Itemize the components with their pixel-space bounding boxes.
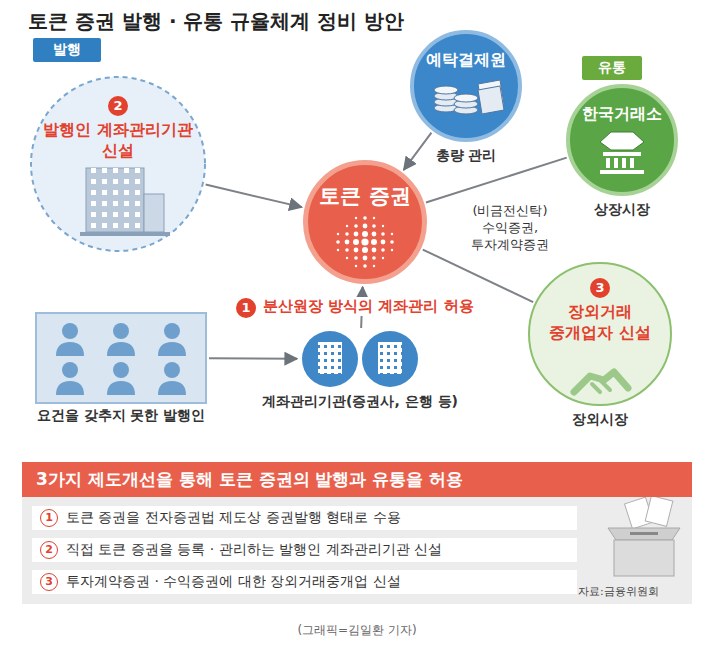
num-o-text: 1 — [40, 509, 58, 527]
callout-number: 1 — [236, 298, 256, 318]
summary-item: 3 투자계약증권 · 수익증권에 대한 장외거래중개업 신설 — [32, 570, 577, 594]
summary-item: 2 직접 토큰 증권을 등록 · 관리하는 발행인 계좌관리기관 신설 — [32, 538, 577, 562]
cw-text: 토큰 증권 — [303, 182, 427, 210]
source-label: 자료:금융위원회 — [578, 584, 659, 599]
below-text: 총량 관리 — [436, 147, 497, 165]
cw-text: 한국거래소 — [566, 104, 678, 125]
agency-circle: 예탁결제원총량 관리 — [410, 30, 522, 142]
flow-label: (비금전신탁) 수익증권, 투자계약증권 — [462, 203, 558, 254]
exchange-circle: 한국거래소상장시장 — [566, 84, 678, 196]
cw-text: 예탁결제원 — [410, 50, 522, 71]
below-text: 장외시장 — [572, 411, 628, 429]
institution-icon — [302, 331, 418, 387]
item-t-text: 토큰 증권을 전자증권법 제도상 증권발행 형태로 수용 — [66, 509, 401, 527]
tab-t-text: 유통 — [598, 59, 626, 77]
summary-item: 1 토큰 증권을 전자증권법 제도상 증권발행 형태로 수용 — [32, 506, 577, 530]
item-t-text: 투자계약증권 · 수익증권에 대한 장외거래중개업 신설 — [66, 573, 401, 591]
below-text: 상장시장 — [594, 201, 650, 219]
num-o-text: 3 — [40, 573, 58, 591]
tab-t-text: 발행 — [53, 41, 81, 59]
band-text: 3가지 제도개선을 통해 토큰 증권의 발행과 유통을 허용 — [22, 462, 692, 497]
connector — [426, 158, 567, 203]
circle-outline — [303, 160, 427, 284]
circle-shape — [31, 77, 205, 251]
red-t-text: 장외거래 중개업자 신설 — [534, 302, 666, 344]
connector — [206, 185, 302, 208]
circle-shape — [529, 263, 671, 405]
otc-circle: 3장외거래 중개업자 신설장외시장 — [528, 262, 672, 406]
issuer-circle: 2 발행인 계좌관리기관 신설 — [30, 76, 206, 252]
summary-panel: 3가지 제도개선을 통해 토큰 증권의 발행과 유통을 허용 1 토큰 증권을 전자… — [22, 462, 692, 604]
num-o-text: 2 — [40, 541, 58, 559]
circle-outline — [410, 30, 522, 142]
num-f-text: 3 — [590, 278, 610, 298]
connector — [423, 250, 533, 303]
institution-group: 계좌관리기관(증권사, 은행 등) — [300, 330, 420, 388]
caption: (그래픽=김일환 기자) — [0, 622, 714, 639]
below-text: 계좌관리기관(증권사, 은행 등) — [262, 393, 458, 411]
token-circle: 토큰 증권 — [303, 160, 427, 284]
red-t-text: 발행인 계좌관리기관 신설 — [42, 120, 194, 162]
num-f-text: 2 — [108, 96, 128, 116]
connector — [209, 357, 297, 359]
issuer-group-box: 요건을 갖추지 못한 발행인 — [35, 312, 207, 404]
circle-shape — [568, 86, 676, 194]
circle-outline — [566, 84, 678, 196]
below-text: 요건을 갖추지 못한 발행인 — [37, 407, 206, 425]
title: 토큰 증권 발행 · 유통 규율체계 정비 방안 — [28, 8, 404, 35]
section-tab: 발행 — [33, 38, 101, 62]
note-label: 분산원장 방식의 계좌관리 허용 — [260, 297, 477, 316]
section-tab: 유통 — [582, 56, 642, 80]
item-t-text: 직접 토큰 증권을 등록 · 관리하는 발행인 계좌관리기관 신설 — [66, 541, 442, 559]
connector — [404, 133, 432, 170]
circle-shape — [412, 32, 520, 140]
circle-shape — [306, 163, 425, 282]
